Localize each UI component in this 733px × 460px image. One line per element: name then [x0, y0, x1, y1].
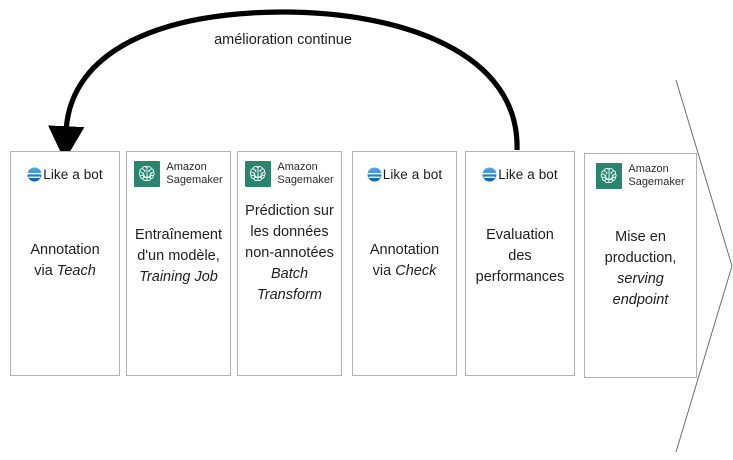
stage-line-emphasis: Check: [395, 263, 437, 279]
stage-line-emphasis-text: serving endpoint: [612, 271, 669, 308]
stage-line-emphasis: Batch: [242, 264, 337, 285]
stage-entrainement-modele[interactable]: Amazon Sagemaker Entraînement d'un modèl…: [126, 151, 231, 376]
brand-amazon-sagemaker: Amazon Sagemaker: [127, 161, 230, 187]
brand-like-a-bot: Like a bot: [11, 161, 119, 187]
brand-line-1: Amazon: [277, 161, 318, 173]
stage-line: des: [508, 248, 532, 264]
stage-line: Annotation: [369, 242, 440, 258]
brand-like-a-bot: Like a bot: [353, 161, 456, 187]
stage-body: Annotation via Teach: [11, 240, 119, 282]
stage-body: Entraînement d'un modèle, Training Job: [127, 225, 230, 288]
stage-line: Prédiction sur: [245, 203, 334, 219]
likeabot-circle-icon: [482, 166, 497, 182]
stage-line: production,: [604, 250, 677, 266]
stage-line: Mise en: [615, 229, 666, 245]
stage-line-emphasis: serving endpoint: [589, 269, 692, 311]
brand-amazon-sagemaker: Amazon Sagemaker: [585, 163, 696, 189]
stage-line-emphasis: Teach: [56, 263, 96, 279]
sagemaker-brain-icon: [596, 163, 623, 189]
brand-like-a-bot-label: Like a bot: [43, 166, 103, 182]
sagemaker-brain-icon: [245, 161, 272, 187]
stage-line: Annotation: [30, 242, 100, 258]
stage-line: via Check: [357, 261, 452, 282]
stage-line: les données: [250, 224, 329, 240]
stage-body: Mise en production, serving endpoint: [585, 227, 696, 311]
stage-prediction-batch-transform[interactable]: Amazon Sagemaker Prédiction sur les donn…: [237, 151, 342, 376]
loop-label: amélioration continue: [214, 32, 352, 48]
brand-like-a-bot: Like a bot: [466, 161, 574, 187]
stage-line: Evaluation: [486, 227, 554, 243]
stage-line: d'un modèle,: [137, 248, 220, 264]
brand-amazon-sagemaker-label: Amazon Sagemaker: [277, 161, 333, 187]
brand-amazon-sagemaker-label: Amazon Sagemaker: [166, 161, 222, 187]
stage-body: Prédiction sur les données non-annotées …: [238, 201, 341, 306]
stage-line: Entraînement: [134, 227, 223, 243]
stage-line-emphasis-text: Transform: [257, 287, 322, 303]
stage-mise-en-production[interactable]: Amazon Sagemaker Mise en production, ser…: [584, 153, 697, 378]
brand-line-2: Sagemaker: [166, 174, 223, 186]
stage-body: Evaluation des performances: [466, 225, 574, 288]
brand-amazon-sagemaker: Amazon Sagemaker: [238, 161, 341, 187]
stage-line-emphasis: Training Job: [131, 267, 226, 288]
brand-line-2: Sagemaker: [628, 176, 685, 188]
likeabot-circle-icon: [367, 166, 382, 182]
stage-evaluation-performances[interactable]: Like a bot Evaluation des performances: [465, 151, 575, 376]
stage-line: non-annotées: [245, 245, 334, 261]
brand-like-a-bot-label: Like a bot: [382, 166, 443, 182]
stage-line: performances: [475, 269, 565, 285]
stage-line: via Teach: [15, 261, 115, 282]
brand-line-1: Amazon: [166, 161, 207, 173]
stage-line-emphasis: Transform: [242, 285, 337, 306]
stage-annotation-teach[interactable]: Like a bot Annotation via Teach: [10, 151, 120, 376]
stage-line-emphasis-text: Batch: [270, 266, 309, 282]
likeabot-circle-icon: [27, 166, 42, 182]
stage-line-text: via: [372, 263, 396, 279]
brand-amazon-sagemaker-label: Amazon Sagemaker: [628, 163, 684, 189]
brand-line-1: Amazon: [628, 163, 669, 175]
brand-line-2: Sagemaker: [277, 174, 334, 186]
brand-like-a-bot-label: Like a bot: [498, 166, 558, 182]
sagemaker-brain-icon: [134, 161, 161, 187]
stage-body: Annotation via Check: [353, 240, 456, 282]
stage-line-emphasis-text: Training Job: [139, 269, 218, 285]
stage-annotation-check[interactable]: Like a bot Annotation via Check: [352, 151, 457, 376]
stage-line-text: via: [34, 263, 57, 279]
